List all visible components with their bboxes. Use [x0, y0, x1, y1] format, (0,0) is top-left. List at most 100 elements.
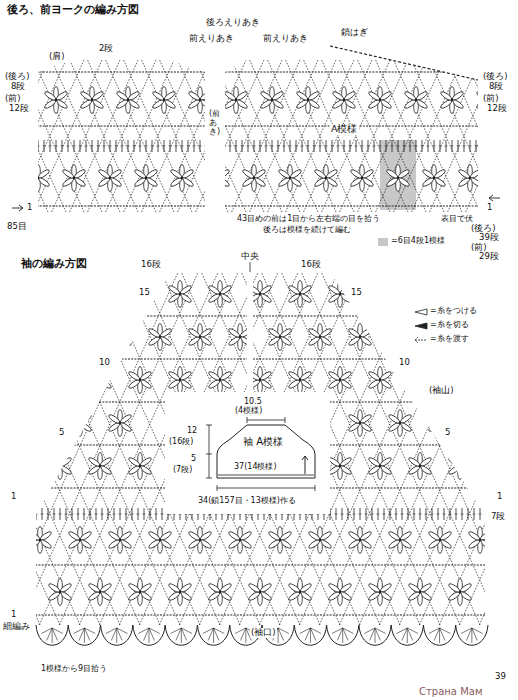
flower-center	[397, 177, 400, 180]
flower-center	[433, 177, 436, 180]
shell-stitch	[144, 628, 149, 640]
flower-center	[59, 465, 62, 468]
flower-center	[219, 379, 222, 382]
stitch-tick	[344, 140, 345, 152]
petal-stitch	[458, 176, 471, 187]
chart-label: 1	[496, 492, 503, 502]
petal-stitch	[428, 421, 441, 432]
stitch-tick	[361, 146, 364, 147]
petal-stitch	[498, 281, 503, 294]
stitch-tick	[56, 140, 57, 152]
legend-text: =6目4段1模様	[390, 236, 446, 245]
flower-center	[359, 539, 362, 542]
flower-center	[399, 539, 402, 542]
chain-mesh	[232, 60, 300, 212]
petal-stitch	[299, 370, 312, 381]
flower-center	[339, 379, 342, 382]
flower-center	[179, 293, 182, 296]
stitch-tick	[365, 514, 368, 515]
petal-stitch	[359, 530, 372, 541]
stitch-tick	[416, 140, 417, 152]
stitch-tick	[134, 140, 135, 152]
petal-stitch	[88, 378, 101, 389]
shell-stitch	[149, 628, 150, 643]
chain-mesh	[379, 268, 518, 625]
petal-stitch	[499, 292, 512, 303]
stitch-tick	[254, 140, 255, 152]
stitch-tick	[181, 146, 184, 147]
flower-center	[139, 465, 142, 468]
petal-stitch	[91, 90, 104, 101]
shell-stitch	[310, 628, 321, 634]
petal-stitch	[116, 90, 129, 101]
petal-stitch	[478, 424, 483, 437]
stitch-tick	[343, 146, 346, 147]
chain-mesh	[479, 268, 518, 625]
shell-stitch	[245, 628, 246, 643]
petal-stitch	[448, 590, 461, 601]
petal-stitch	[188, 98, 201, 109]
chain-mesh	[0, 268, 40, 625]
stitch-tick	[145, 146, 148, 147]
chain-mesh	[412, 60, 480, 212]
stitch-tick	[85, 146, 88, 147]
stitch-tick	[224, 140, 225, 152]
petal-stitch	[422, 168, 435, 179]
stitch-tick	[140, 140, 141, 152]
chain-mesh	[319, 268, 480, 625]
flower-center	[319, 336, 322, 339]
shell-stitch	[471, 628, 472, 643]
chain-mesh	[0, 268, 60, 625]
petal-stitch	[208, 370, 221, 381]
chain-mesh	[160, 60, 228, 212]
petal-stitch	[228, 538, 241, 549]
chart-label: 85目	[6, 222, 28, 232]
flower-center	[159, 539, 162, 542]
petal-stitch	[48, 292, 61, 303]
petal-stitch	[459, 370, 472, 381]
shell-stitch	[52, 628, 57, 640]
petal-stitch	[99, 284, 112, 295]
petal-stitch	[268, 530, 281, 541]
chain-mesh	[358, 60, 426, 212]
stitch-tick	[474, 508, 475, 520]
chain-mesh	[484, 60, 518, 212]
petal-stitch	[418, 381, 423, 394]
stitch-tick	[78, 508, 79, 520]
dimension-label: 5	[190, 454, 197, 463]
chart-title: 袖の編み方図	[20, 258, 88, 271]
petal-stitch	[418, 367, 423, 380]
petal-stitch	[278, 176, 291, 187]
chain-mesh	[124, 60, 192, 212]
stitch-tick	[176, 140, 177, 152]
petal-stitch	[415, 90, 428, 101]
petal-stitch	[44, 90, 57, 101]
chain-mesh	[52, 60, 120, 212]
shell-stitch	[278, 628, 279, 643]
shell-stitch	[106, 628, 117, 634]
scallop-shell	[359, 625, 391, 645]
petal-stitch	[98, 168, 111, 179]
chart-label: 表目で伏	[440, 214, 474, 223]
stitch-tick	[372, 508, 373, 520]
chain-mesh	[0, 60, 48, 212]
stitch-tick	[419, 514, 422, 515]
chart-label: 15	[350, 288, 363, 298]
flower-center	[239, 336, 242, 339]
stitch-tick	[152, 140, 153, 152]
petal-stitch	[8, 284, 21, 295]
flower-center	[91, 99, 94, 102]
petal-stitch	[199, 530, 212, 541]
flower-center	[479, 336, 482, 339]
petal-stitch	[39, 413, 52, 424]
shell-stitch	[214, 628, 225, 634]
sleeve-chart	[0, 268, 518, 625]
petal-stitch	[108, 413, 121, 424]
flower-center	[379, 293, 382, 296]
petal-stitch	[499, 590, 512, 601]
petal-stitch	[99, 582, 112, 593]
stitch-tick	[35, 514, 38, 515]
petal-stitch	[18, 381, 23, 394]
stitch-tick	[337, 146, 340, 147]
